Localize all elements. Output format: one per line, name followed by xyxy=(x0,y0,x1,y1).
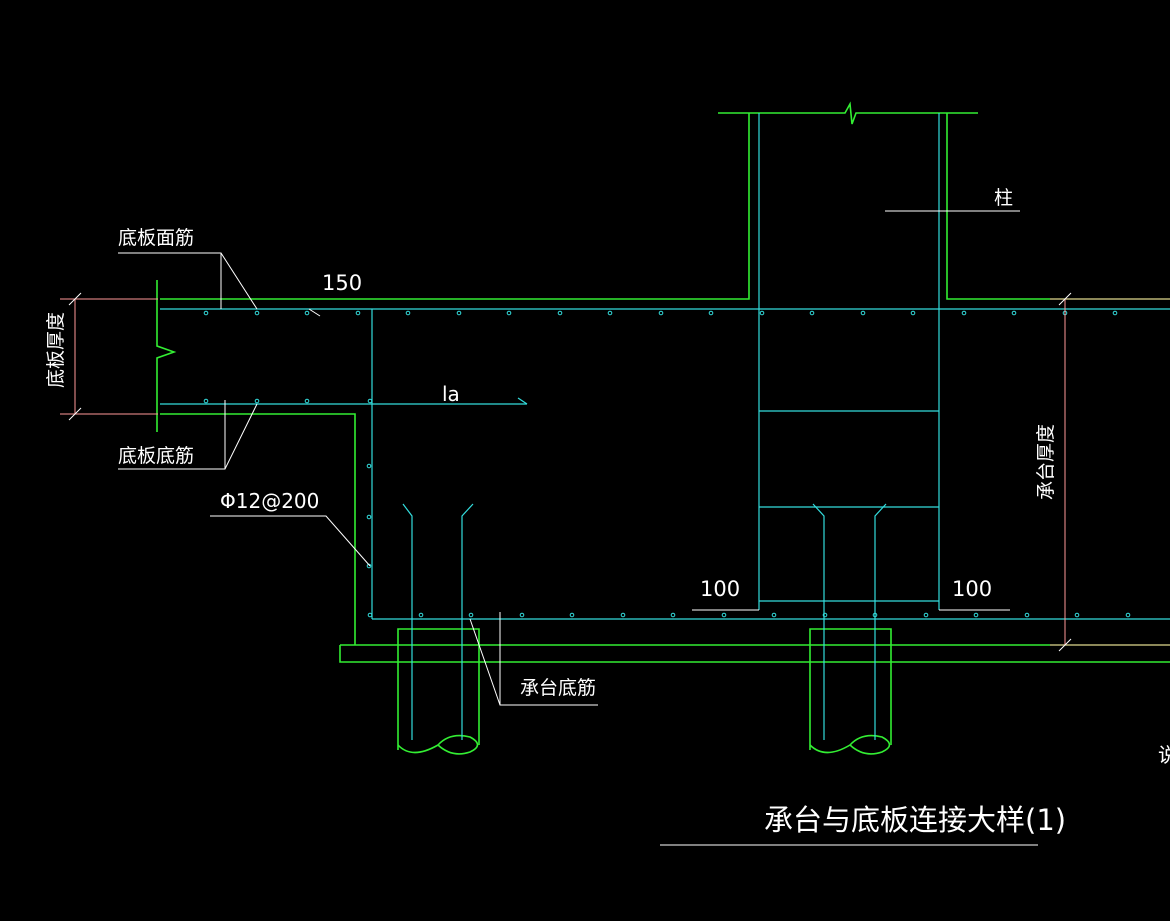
rebar-dot xyxy=(456,310,462,316)
label-dim-150: 150 xyxy=(322,271,362,295)
rebar-dot xyxy=(366,463,372,469)
rebar-dot xyxy=(254,310,260,316)
label-column: 柱 xyxy=(994,187,1013,209)
label-slab-top-rebar: 底板面筋 xyxy=(118,227,194,249)
rebar-dot xyxy=(721,612,727,618)
rebar-dot xyxy=(809,310,815,316)
rebar-dot xyxy=(203,310,209,316)
column-right-edge xyxy=(946,113,1170,300)
label-cap-thickness: 承台厚度 xyxy=(1035,424,1057,500)
label-dim-100-left: 100 xyxy=(700,577,740,601)
rebar-dot xyxy=(822,612,828,618)
rebar-dot xyxy=(1125,612,1131,618)
rebar-dot xyxy=(418,612,424,618)
rebar-dot xyxy=(670,612,676,618)
rebar-dot xyxy=(569,612,575,618)
rebar-dot xyxy=(1112,310,1118,316)
pile-anchor-bar xyxy=(461,503,474,740)
rebar-dot xyxy=(872,612,878,618)
pile-anchor-bar xyxy=(402,503,413,740)
rebar-dot xyxy=(519,612,525,618)
concrete-outline xyxy=(156,101,1170,755)
column-top-break-line xyxy=(718,101,978,125)
label-edge-text: 说 xyxy=(1158,743,1170,767)
pile-anchor-bar xyxy=(874,503,887,740)
label-dim-100-right: 100 xyxy=(952,577,992,601)
rebar-dot xyxy=(254,398,260,404)
rebar-dot xyxy=(607,310,613,316)
rebar-dot xyxy=(304,310,310,316)
rebar-dot xyxy=(506,310,512,316)
rebar xyxy=(160,113,1170,740)
drawing-title: 承台与底板连接大样(1) xyxy=(764,803,1066,837)
rebar-dot xyxy=(620,612,626,618)
anchor-hook xyxy=(517,397,528,405)
rebar-dot xyxy=(1024,612,1030,618)
pile-right xyxy=(809,628,892,755)
rebar-dot xyxy=(557,310,563,316)
rebar-dot xyxy=(366,514,372,520)
rebar-dot xyxy=(708,310,714,316)
rebar-dot xyxy=(367,612,373,618)
pile-left xyxy=(397,628,480,755)
rebar-dot xyxy=(367,398,373,404)
rebar-dot xyxy=(961,310,967,316)
rebar-dot xyxy=(923,612,929,618)
pile-anchor-bar xyxy=(812,503,825,740)
rebar-dot xyxy=(658,310,664,316)
rebar-dot xyxy=(203,398,209,404)
leaders xyxy=(118,210,1038,846)
label-stirrup-spec: Φ12@200 xyxy=(220,489,319,513)
rebar-dot xyxy=(860,310,866,316)
dimensions xyxy=(60,292,1170,652)
blinding-left-cap xyxy=(339,645,1170,663)
slab-break-line xyxy=(156,280,177,432)
label-anchor-la: la xyxy=(442,382,460,406)
rebar-dot xyxy=(973,612,979,618)
rebar-dot xyxy=(771,612,777,618)
leader-slab-top-rebar xyxy=(118,252,258,310)
label-slab-bottom-rebar: 底板底筋 xyxy=(118,445,194,467)
rebar-dot xyxy=(1074,612,1080,618)
column-left-edge xyxy=(160,113,750,300)
rebar-dot xyxy=(405,310,411,316)
rebar-dots xyxy=(203,310,1131,618)
rebar-dot xyxy=(355,310,361,316)
rebar-dot xyxy=(468,612,474,618)
leader-stirrup-spec xyxy=(210,515,371,567)
label-cap-bottom-rebar: 承台底筋 xyxy=(520,677,596,699)
rebar-dot xyxy=(304,398,310,404)
label-slab-thickness: 底板厚度 xyxy=(45,312,67,388)
rebar-dot xyxy=(910,310,916,316)
rebar-dot xyxy=(1011,310,1017,316)
rebar-dot xyxy=(759,310,765,316)
